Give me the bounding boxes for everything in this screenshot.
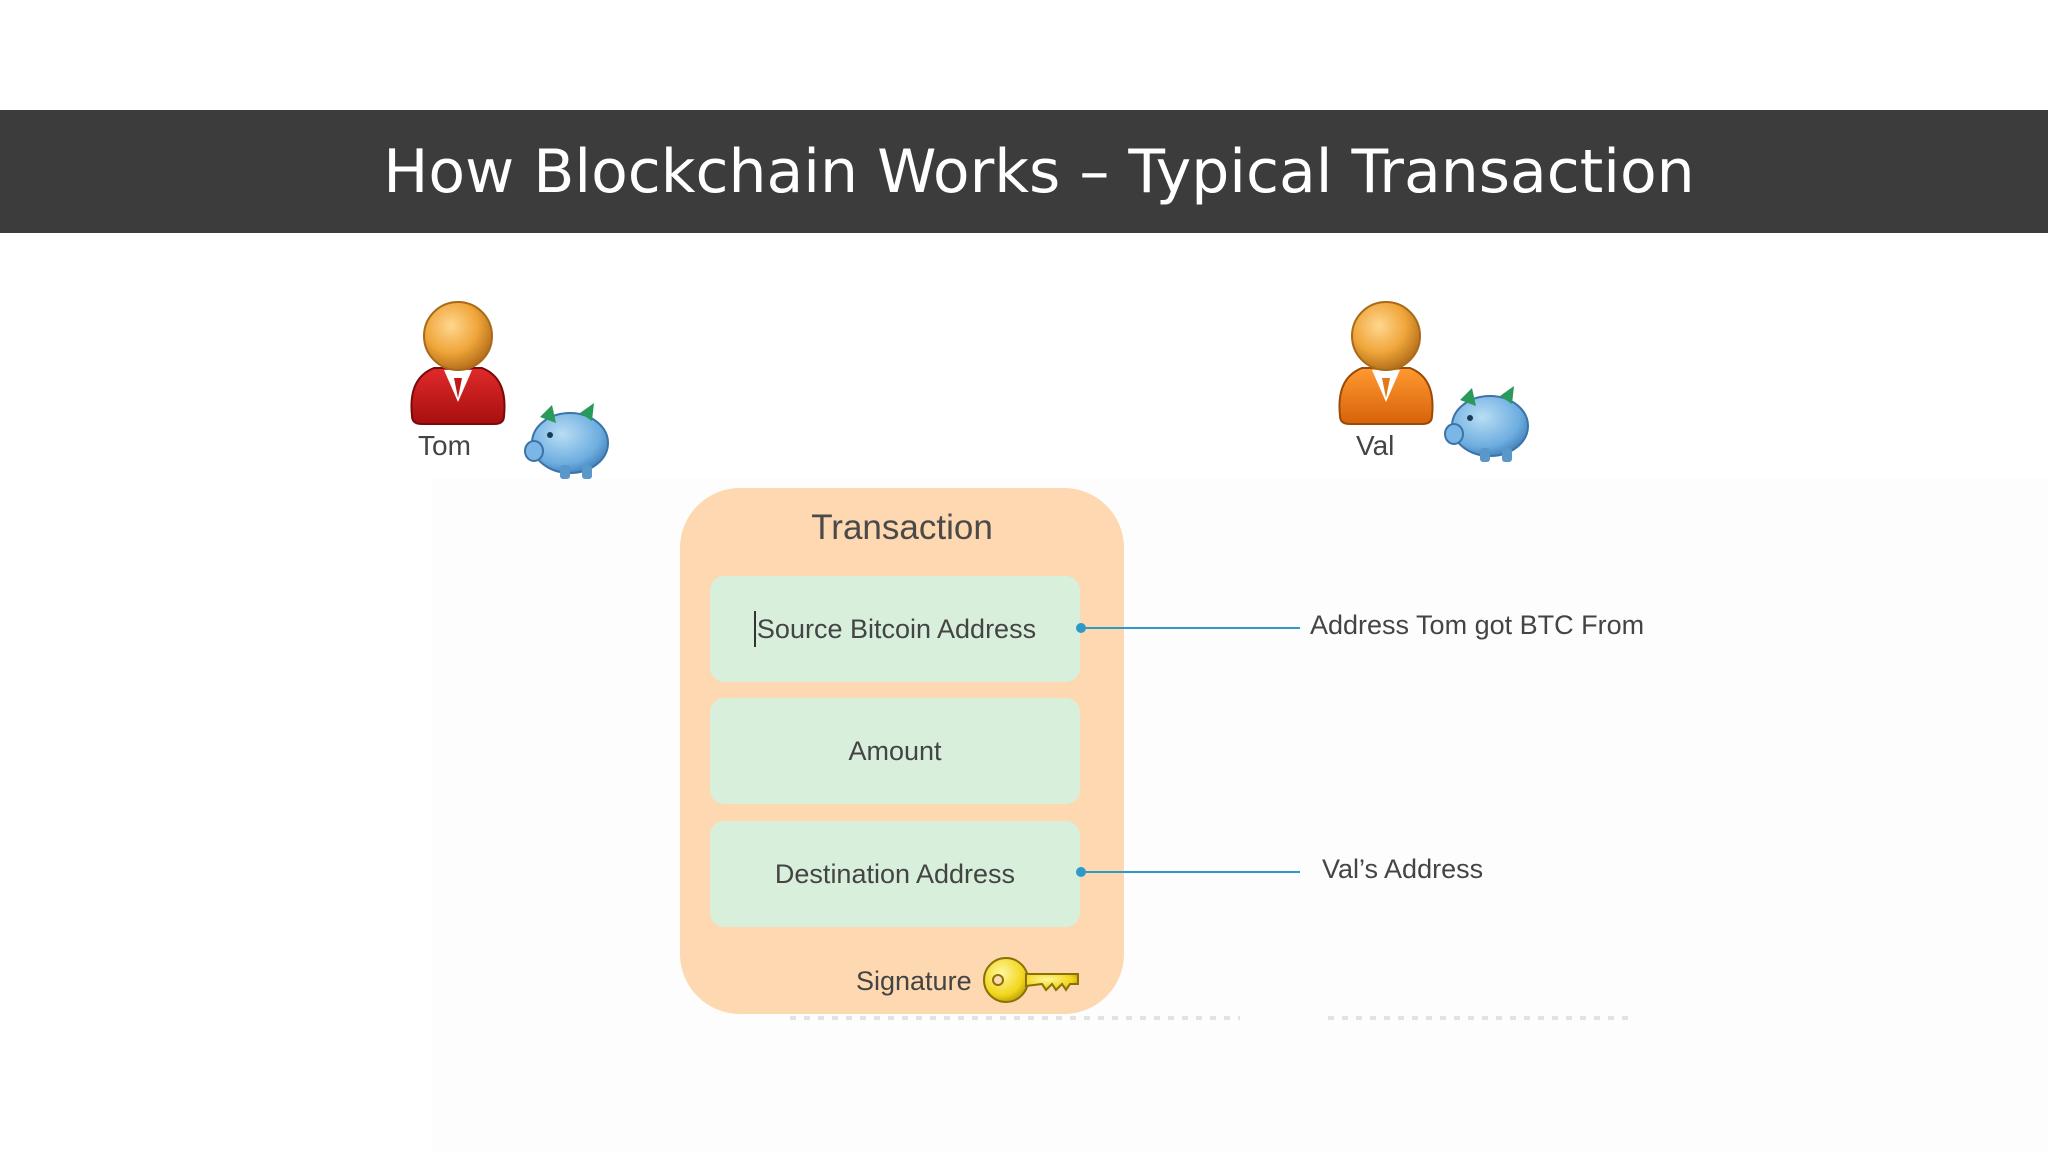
title-bar: How Blockchain Works – Typical Transacti… (0, 110, 2048, 233)
destination-connector-line (1082, 871, 1300, 873)
transaction-box: Transaction Source Bitcoin Address Amoun… (680, 488, 1124, 1014)
amount-field: Amount (710, 698, 1080, 804)
faint-footer-right (1328, 1016, 1628, 1020)
val-person-icon (1332, 298, 1440, 428)
content-area (432, 478, 2048, 1152)
destination-address-field: Destination Address (710, 821, 1080, 927)
destination-address-label: Destination Address (774, 858, 1016, 889)
source-connector-line (1082, 627, 1300, 629)
tom-label: Tom (418, 430, 471, 461)
tom-piggy-bank-icon (520, 395, 616, 485)
destination-connector-dot (1076, 867, 1086, 877)
faint-footer-left (790, 1016, 1240, 1020)
transaction-title: Transaction (811, 508, 993, 547)
val-piggy-bank-icon (1440, 378, 1536, 468)
tom-person-icon (404, 298, 512, 428)
source-connector-dot (1076, 623, 1086, 633)
key-icon (982, 954, 1082, 1006)
val-label: Val (1356, 430, 1395, 461)
text-cursor (753, 611, 756, 647)
signature-label: Signature (856, 966, 972, 996)
destination-annotation: Val’s Address (1322, 854, 1484, 884)
source-address-label: Source Bitcoin Address (756, 613, 1037, 644)
amount-label: Amount (848, 735, 942, 766)
slide-title: How Blockchain Works – Typical Transacti… (383, 136, 1695, 207)
source-annotation: Address Tom got BTC From (1310, 610, 1645, 640)
source-address-field: Source Bitcoin Address (710, 576, 1080, 682)
